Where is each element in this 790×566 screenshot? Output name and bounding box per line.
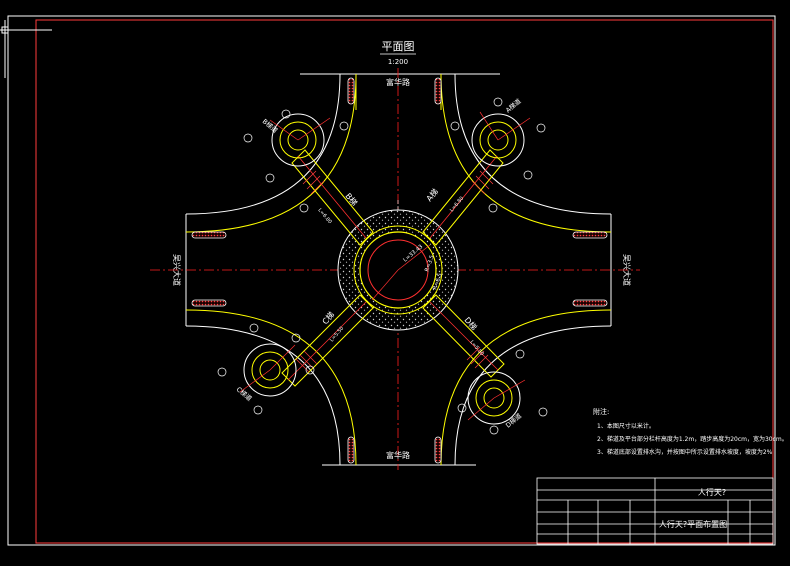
road-label-bottom: 富华路 xyxy=(386,450,410,460)
title-block-drawing-name: 人行天?平面布置图 xyxy=(659,519,727,529)
ramp-dim-c: L=5.50 xyxy=(329,326,345,344)
ramp-dim-a: L=6.80 xyxy=(449,196,465,214)
bridge-arms xyxy=(281,149,505,387)
stair-corner-label-c: C梯道 xyxy=(235,385,255,403)
title-block xyxy=(536,477,774,545)
note-item-3: 3、梯道底部设置排水沟，并按图中所示设置排水坡度，坡度为2% xyxy=(597,448,773,456)
center-dim-r1: R=3.5 xyxy=(424,254,436,273)
sheet-outer-border xyxy=(7,15,776,546)
road-label-top: 富华路 xyxy=(386,77,410,87)
note-item-1: 1、本图尺寸以米计。 xyxy=(597,422,655,430)
stair-corner-label-b: B梯道 xyxy=(261,117,281,135)
road-label-left: 吴兴大道 xyxy=(172,254,182,286)
stair-corner-label-d: D梯道 xyxy=(504,411,524,430)
callout-markers xyxy=(217,97,548,435)
drawing-scale: 1:200 xyxy=(388,58,408,66)
radius-ticks xyxy=(239,111,531,421)
stair-label-c: C梯 xyxy=(320,309,336,326)
center-dim-r2: R=6.5 xyxy=(432,272,444,291)
note-item-2: 2、梯道及平台部分栏杆高度为1.2m，踏步高度为20cm，宽为30cm。 xyxy=(597,435,788,443)
drawing-title: 平面图 xyxy=(382,40,415,53)
cursor-crosshair xyxy=(0,20,52,78)
notes-block: 附注: 1、本图尺寸以米计。 2、梯道及平台部分栏杆高度为1.2m，踏步高度为2… xyxy=(593,407,788,456)
stair-corner-label-a: A梯道 xyxy=(504,96,524,114)
stair-label-a: A梯 xyxy=(424,187,440,204)
stair-rings xyxy=(243,113,525,425)
bridge-centerlines xyxy=(287,155,499,381)
stair-label-d: D梯 xyxy=(462,315,479,332)
road-label-right: 吴兴大道 xyxy=(622,254,632,286)
sheet-inner-border xyxy=(35,19,774,544)
ramp-dim-b: L=6.80 xyxy=(316,207,332,225)
median-strips xyxy=(191,77,608,464)
road-edges xyxy=(185,73,612,466)
title-block-company: 人行天? xyxy=(698,487,726,497)
stair-label-b: B梯 xyxy=(343,191,359,208)
notes-heading: 附注: xyxy=(593,407,609,416)
